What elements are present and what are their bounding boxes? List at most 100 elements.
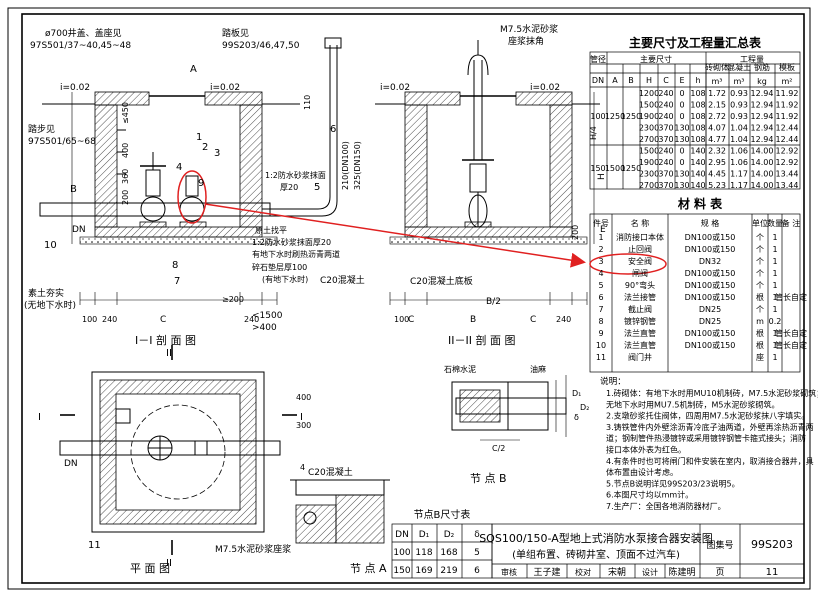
label-slope-2: i=0.02 [210, 83, 240, 93]
dim-100b: 100 [82, 315, 97, 324]
summary-cell-1-3-3: 140 [690, 181, 705, 190]
label-stone-mortar: 石棉水泥 [444, 364, 476, 374]
dim-300: 300 [296, 421, 311, 430]
materials-cell-6-0: 7 [598, 305, 603, 314]
red-markup [177, 170, 667, 275]
summary-unit-1: m³ [734, 77, 745, 86]
materials-cell-8-5: 管长自定 [775, 328, 807, 338]
summary-cell-0-4-3: 108 [690, 135, 705, 144]
frame-inner [21, 13, 805, 584]
materials-cell-5-2: DN100或150 [685, 292, 736, 302]
review-label: 审核 [501, 567, 517, 577]
dim-450: ≤450 [121, 102, 130, 124]
summary-cell-1-0-1: 240 [658, 147, 673, 156]
summary-cell-0-2-3: 108 [690, 112, 705, 121]
summary-cell-1-2-6: 14.00 [751, 170, 774, 179]
materials-cell-3-4: 1 [772, 269, 777, 278]
node-b-cell-1-1: 169 [415, 566, 432, 576]
table-grid [391, 51, 805, 579]
summary-cell-0-3-0: 2300 [639, 124, 659, 133]
node-b-header-2: D₂ [444, 530, 455, 540]
page-number: 11 [766, 567, 779, 578]
node-b-cell-1-3: 6 [474, 566, 480, 576]
callout-2: 2 [202, 142, 208, 153]
summary-col-qty: 工程量 [740, 55, 764, 64]
summary-cell-1-1-1: 240 [658, 158, 673, 167]
dim-240c: 240 [556, 315, 571, 324]
label-gravel: 碎石垫层厚100 [252, 262, 307, 272]
label-i-left: I [38, 412, 41, 423]
summary-col-spec: 管径 [590, 54, 606, 64]
label-step-frame: 踏板见 [222, 27, 249, 39]
callout-3: 3 [214, 148, 220, 159]
summary-qty-1: 混凝土 [727, 62, 751, 72]
materials-cell-3-2: DN100或150 [685, 268, 736, 278]
node-b-header-1: D₁ [419, 530, 430, 540]
dim-240a: 240 [102, 315, 117, 324]
summary-cell-0-4-4: 4.77 [708, 135, 726, 144]
notes-line-10: 7.生产厂：全国各地消防器材厂。 [606, 501, 726, 511]
dim-400b: >400 [252, 323, 277, 333]
label-c2: C/2 [492, 444, 505, 453]
callout-1: 1 [196, 132, 202, 143]
summary-cell-0-0-6: 12.94 [751, 89, 774, 98]
callout-11: 11 [88, 540, 101, 551]
materials-cell-4-3: 个 [756, 281, 764, 290]
materials-cell-7-0: 8 [598, 317, 603, 326]
summary-title: 主要尺寸及工程量汇总表 [629, 35, 762, 50]
summary-cell-1-2-2: 130 [674, 170, 689, 179]
callout-7: 7 [174, 276, 180, 287]
summary-cell-0-3-1: 370 [658, 124, 673, 133]
label-concrete: C20混凝土 [320, 274, 365, 286]
label-manhole: ø700井盖、盖座见 [45, 27, 122, 39]
materials-cell-0-4: 1 [772, 233, 777, 242]
label-plaster-2: 厚20 [280, 183, 298, 192]
summary-unit-0: m³ [712, 77, 723, 86]
label-b2: B/2 [486, 297, 501, 307]
summary-cell-0-0-7: 11.92 [776, 89, 799, 98]
summary-cell-1-2-3: 140 [690, 170, 705, 179]
label-ladder-ref: 97S501/65~68 [28, 137, 96, 147]
summary-cell-0-1-6: 12.94 [751, 101, 774, 110]
label-mortar-top: M7.5水泥砂浆 [500, 23, 558, 35]
dim-325: 325(DN150) [353, 141, 362, 190]
summary-cell-0-0-1: 240 [658, 89, 673, 98]
summary-cell-0-2-2: 0 [679, 112, 684, 121]
section-title-1: I－I 剖 面 图 [135, 333, 196, 347]
summary-cell-0-3-4: 4.07 [708, 124, 726, 133]
label-soil: 素土夯实 [28, 287, 64, 299]
node-b-header-3: δ [474, 530, 480, 540]
summary-qty-2: 钢筋 [754, 62, 770, 72]
summary-col-size: 主要尺寸 [640, 54, 672, 64]
red-circle-row [589, 253, 667, 275]
materials-cell-6-1: 截止阀 [628, 304, 652, 314]
materials-cell-6-3: 个 [756, 305, 764, 314]
dim-400c: 400 [296, 393, 311, 402]
materials-cell-9-3: 根 [756, 340, 764, 350]
summary-cell-0-1-5: 0.93 [730, 101, 748, 110]
summary-cell-0-1-2: 0 [679, 101, 684, 110]
materials-cell-9-0: 10 [596, 341, 606, 350]
materials-cell-7-1: 镀锌钢管 [624, 316, 656, 326]
summary-cell-0-1-7: 11.92 [776, 101, 799, 110]
page-label: 页 [715, 567, 724, 578]
callout-10: 10 [44, 240, 57, 251]
label-dn-plan: DN [64, 459, 78, 469]
materials-cell-3-3: 个 [756, 269, 764, 278]
summary-sub-3: H [646, 76, 652, 85]
summary-dn-1: 150 [590, 164, 605, 173]
summary-cell-0-4-5: 1.04 [730, 135, 748, 144]
atlas-number: 99S203 [751, 538, 793, 551]
dim-200c: 200 [571, 225, 580, 240]
summary-cell-0-2-7: 11.92 [776, 112, 799, 121]
summary-b-1: 1250 [621, 164, 641, 173]
label-i-right: I [300, 412, 303, 423]
dim-100c: 100 [394, 315, 409, 324]
summary-cell-1-0-6: 14.00 [751, 147, 774, 156]
dim-200d: 200 [121, 190, 130, 205]
label-h: H [597, 173, 607, 180]
summary-cell-0-1-0: 1500 [639, 101, 659, 110]
materials-header-4: 数量 [767, 218, 783, 228]
summary-cell-1-0-0: 1500 [639, 147, 659, 156]
